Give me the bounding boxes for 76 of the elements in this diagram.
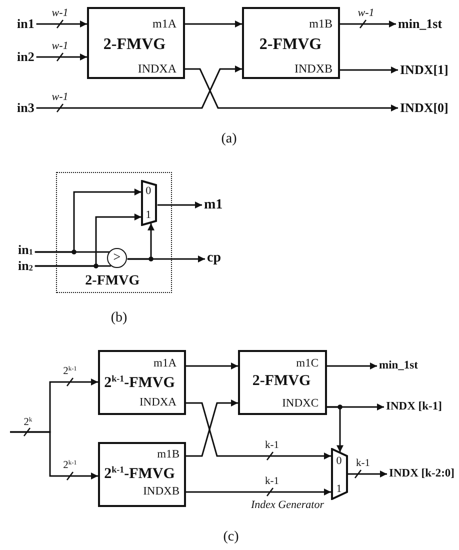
signal-arrow <box>340 20 396 28</box>
block-title: 2-FMVG <box>259 36 322 54</box>
port-label: INDXB <box>294 62 332 76</box>
port-label: m1B <box>309 16 332 30</box>
port-label: m1C <box>296 357 318 370</box>
block-title: 2-FMVG <box>85 274 140 290</box>
signal-label: INDX [k-1] <box>386 400 442 414</box>
port-label: INDXA <box>138 62 176 76</box>
port-label: INDXA <box>139 396 176 409</box>
block-title: 2$^{k-1}$-FMVG <box>104 374 175 391</box>
signal-label: m1 <box>204 197 223 213</box>
signal-arrow <box>36 20 87 28</box>
module-boundary <box>56 172 172 293</box>
signal-arrow <box>186 402 331 460</box>
port-label: m1A <box>152 16 176 30</box>
multiplexer <box>141 180 158 226</box>
comparator-symbol: > <box>113 250 121 264</box>
bus-width-label: k-1 <box>265 440 279 452</box>
port-label: m1A <box>154 357 176 370</box>
signal-label: INDX [k-2:0] <box>389 468 454 480</box>
bus-width-label: k-1 <box>265 476 279 488</box>
input-index: 0 <box>336 454 342 468</box>
block-box <box>98 350 186 415</box>
signal-arrow <box>186 362 238 370</box>
signal-label: min_1st <box>379 360 418 372</box>
signal-arrow <box>36 66 242 109</box>
bus-width-label: w-1 <box>52 90 68 104</box>
signal-label: in3 <box>17 100 34 116</box>
signal-label: in$_{2}$ <box>18 258 33 274</box>
signal-arrow <box>327 362 377 370</box>
comparator-circle <box>107 248 128 268</box>
port-label: m1B <box>157 448 180 461</box>
signal-arrow <box>348 470 387 478</box>
signal-arrow <box>186 400 238 457</box>
block-box <box>238 350 327 415</box>
bus-width-label: 2$^{k-1}$ <box>63 460 77 472</box>
signal-label: in1 <box>17 16 34 32</box>
signal-label: min_1st <box>398 16 442 32</box>
input-index: 0 <box>146 185 152 198</box>
signal-arrow <box>127 223 154 260</box>
bus-width-label: w-1 <box>358 6 374 20</box>
panel-label: (c) <box>223 529 239 545</box>
block-box <box>87 7 185 79</box>
signal-label: cp <box>207 250 221 266</box>
signal-arrow <box>340 66 398 74</box>
signal-arrow <box>185 68 398 112</box>
port-label: INDXB <box>143 485 180 498</box>
bus-width-label: k-1 <box>356 458 370 470</box>
block-box <box>242 7 340 79</box>
signal-label: INDX[0] <box>400 100 448 116</box>
signal-arrow <box>34 188 142 253</box>
bus-width-label: 2$^{k-1}$ <box>63 366 77 378</box>
port-label: INDXC <box>282 397 318 410</box>
signal-arrow <box>327 406 344 452</box>
panel-label: (a) <box>221 131 237 147</box>
signal-arrow <box>10 431 98 480</box>
bus-width-label: w-1 <box>52 6 68 20</box>
block-box <box>98 442 186 507</box>
input-index: 1 <box>146 209 152 222</box>
signal-arrow <box>186 488 331 496</box>
signal-label: in$_{1}$ <box>18 242 33 258</box>
block-caption: Index Generator <box>251 498 324 512</box>
signal-arrow <box>34 214 142 267</box>
block-title: 2$^{k-1}$-FMVG <box>104 465 175 482</box>
block-title: 2-FMVG <box>252 372 311 389</box>
multiplexer <box>331 448 348 500</box>
block-title: 2-FMVG <box>103 36 166 54</box>
bus-width-label: 2$^{k}$ <box>24 417 32 429</box>
signal-arrow <box>185 20 242 28</box>
bus-width-label: w-1 <box>52 40 68 52</box>
panel-label: (b) <box>110 310 128 326</box>
signal-arrow <box>157 202 202 208</box>
signal-label: INDX[1] <box>400 62 448 78</box>
signal-label: in2 <box>17 50 34 64</box>
signal-arrow <box>36 54 87 60</box>
input-index: 1 <box>336 482 342 496</box>
